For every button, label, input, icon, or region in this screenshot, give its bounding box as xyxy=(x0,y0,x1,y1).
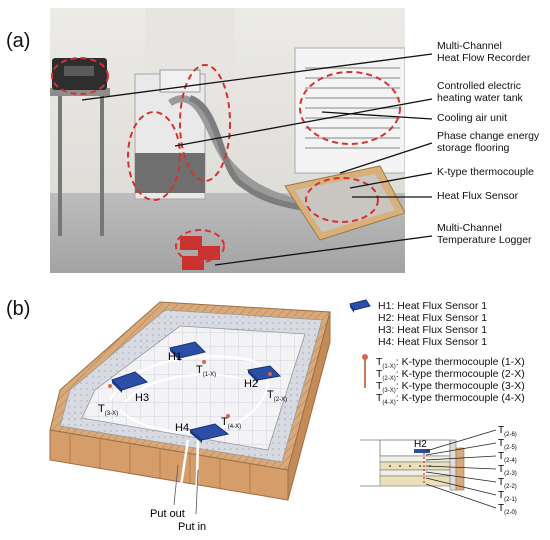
section-label-h2: H2 xyxy=(414,439,427,450)
experiment-photo-illustration xyxy=(50,8,405,273)
heat-flux-sensor-h3 xyxy=(111,371,149,393)
legend-thermo-1: T(1-X): K-type thermocouple (1-X) xyxy=(376,356,525,371)
label-t3: T(3-X) xyxy=(98,403,118,417)
experiment-photo xyxy=(50,8,405,273)
heat-flux-sensor-h1 xyxy=(169,341,206,361)
label-t1: T(1-X) xyxy=(196,364,216,378)
label-t2: T(2-X) xyxy=(267,389,287,403)
section-t-2-3: T(2-3) xyxy=(498,464,517,477)
label-h1: H1 xyxy=(168,351,182,363)
section-t-2-6: T(2-6) xyxy=(498,425,517,438)
section-t-2-4: T(2-4) xyxy=(498,451,517,464)
label-put-in: Put in xyxy=(178,521,206,533)
heat-flux-sensor-h2 xyxy=(246,365,282,383)
section-t-2-0: T(2-0) xyxy=(498,503,517,516)
section-t-2-5: T(2-5) xyxy=(498,438,517,451)
section-detail-diagram: H2 T(2-6) T(2-5) T(2-4) T(2-3) T(2-2) T(… xyxy=(360,425,517,516)
legend-thermo-4: T(4-X): K-type thermocouple (4-X) xyxy=(376,392,525,407)
panel-b-label: (b) xyxy=(6,298,31,320)
legend-thermocouple-swatch xyxy=(362,354,368,388)
legend-sensor-h2: H2: Heat Flux Sensor 1 xyxy=(378,312,488,324)
label-h3: H3 xyxy=(135,392,149,404)
label-put-out: Put out xyxy=(150,508,185,520)
heat-flux-sensor-h4 xyxy=(188,423,230,443)
label-h2: H2 xyxy=(244,378,258,390)
flooring-isometric-diagram: H1 H2 H3 H4 T(1-X) T(2-X) T(3-X) T(4-X) … xyxy=(49,301,331,533)
callout-heat-flux-sensor: Heat Flux Sensor xyxy=(437,190,519,202)
section-t-2-2: T(2-2) xyxy=(498,477,517,490)
legend-sensor-swatch xyxy=(349,299,371,313)
legend-thermo-2: T(2-X): K-type thermocouple (2-X) xyxy=(376,368,525,383)
callout-cooling-air-unit: Cooling air unit xyxy=(437,112,508,124)
legend-sensor-h3: H3: Heat Flux Sensor 1 xyxy=(378,324,488,336)
legend-sensor-h1: H1: Heat Flux Sensor 1 xyxy=(378,300,488,312)
callout-k-type-thermocouple: K-type thermocouple xyxy=(437,166,534,178)
callout-leaders xyxy=(81,53,433,266)
legend-thermo-3: T(3-X): K-type thermocouple (3-X) xyxy=(376,380,525,395)
thermocouple-probes xyxy=(108,360,272,418)
section-t-2-1: T(2-1) xyxy=(498,490,517,503)
label-t4: T(4-X) xyxy=(221,416,241,430)
panel-a-label: (a) xyxy=(6,30,31,52)
legend-sensor-h4: H4: Heat Flux Sensor 1 xyxy=(378,336,488,348)
label-h4: H4 xyxy=(175,422,189,434)
